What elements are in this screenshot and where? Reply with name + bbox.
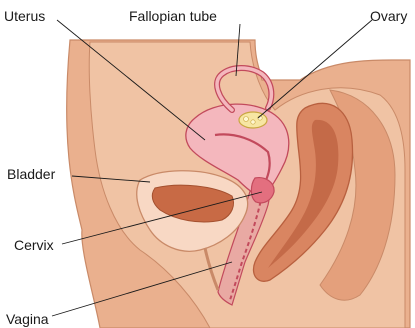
label-fallopian-tube: Fallopian tube (129, 8, 217, 24)
label-vagina: Vagina (6, 311, 49, 327)
cervix (251, 178, 274, 203)
ovary-follicle-2 (251, 120, 255, 124)
label-uterus: Uterus (4, 8, 45, 24)
label-ovary: Ovary (370, 8, 407, 24)
label-cervix: Cervix (14, 237, 54, 253)
label-bladder: Bladder (7, 166, 55, 182)
ovary-follicle-1 (244, 117, 249, 122)
